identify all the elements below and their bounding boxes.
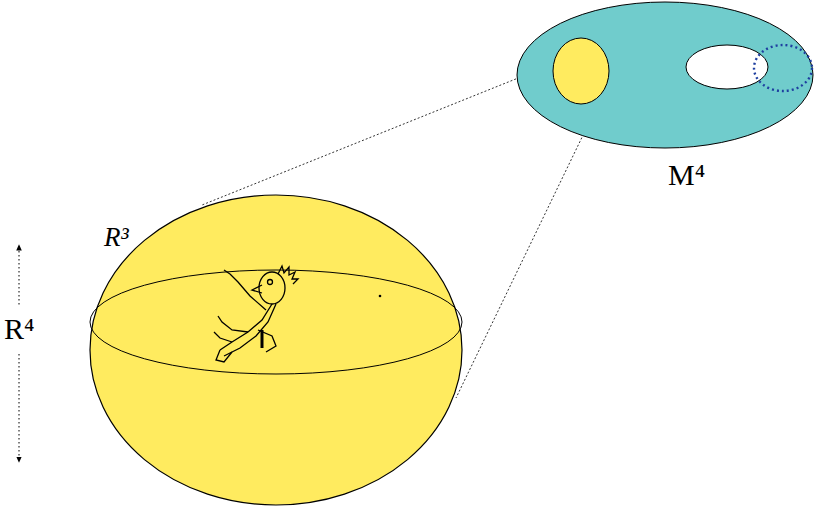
- zoom-line: [202, 58, 568, 205]
- local-patch: [553, 38, 609, 104]
- manifold-label: M⁴: [668, 160, 705, 190]
- equator: [90, 270, 462, 374]
- dot: [379, 295, 382, 298]
- dimension-label: R⁴: [4, 314, 34, 344]
- dimension-arrow: [19, 247, 20, 306]
- space-label: R³: [104, 224, 129, 251]
- hole: [686, 45, 768, 89]
- dimension-arrow: [19, 354, 20, 460]
- sphere: [90, 195, 462, 505]
- cycle: [754, 45, 812, 91]
- manifold: [517, 2, 813, 148]
- cartoon-figure: [214, 266, 298, 362]
- zoom-line: [456, 98, 601, 398]
